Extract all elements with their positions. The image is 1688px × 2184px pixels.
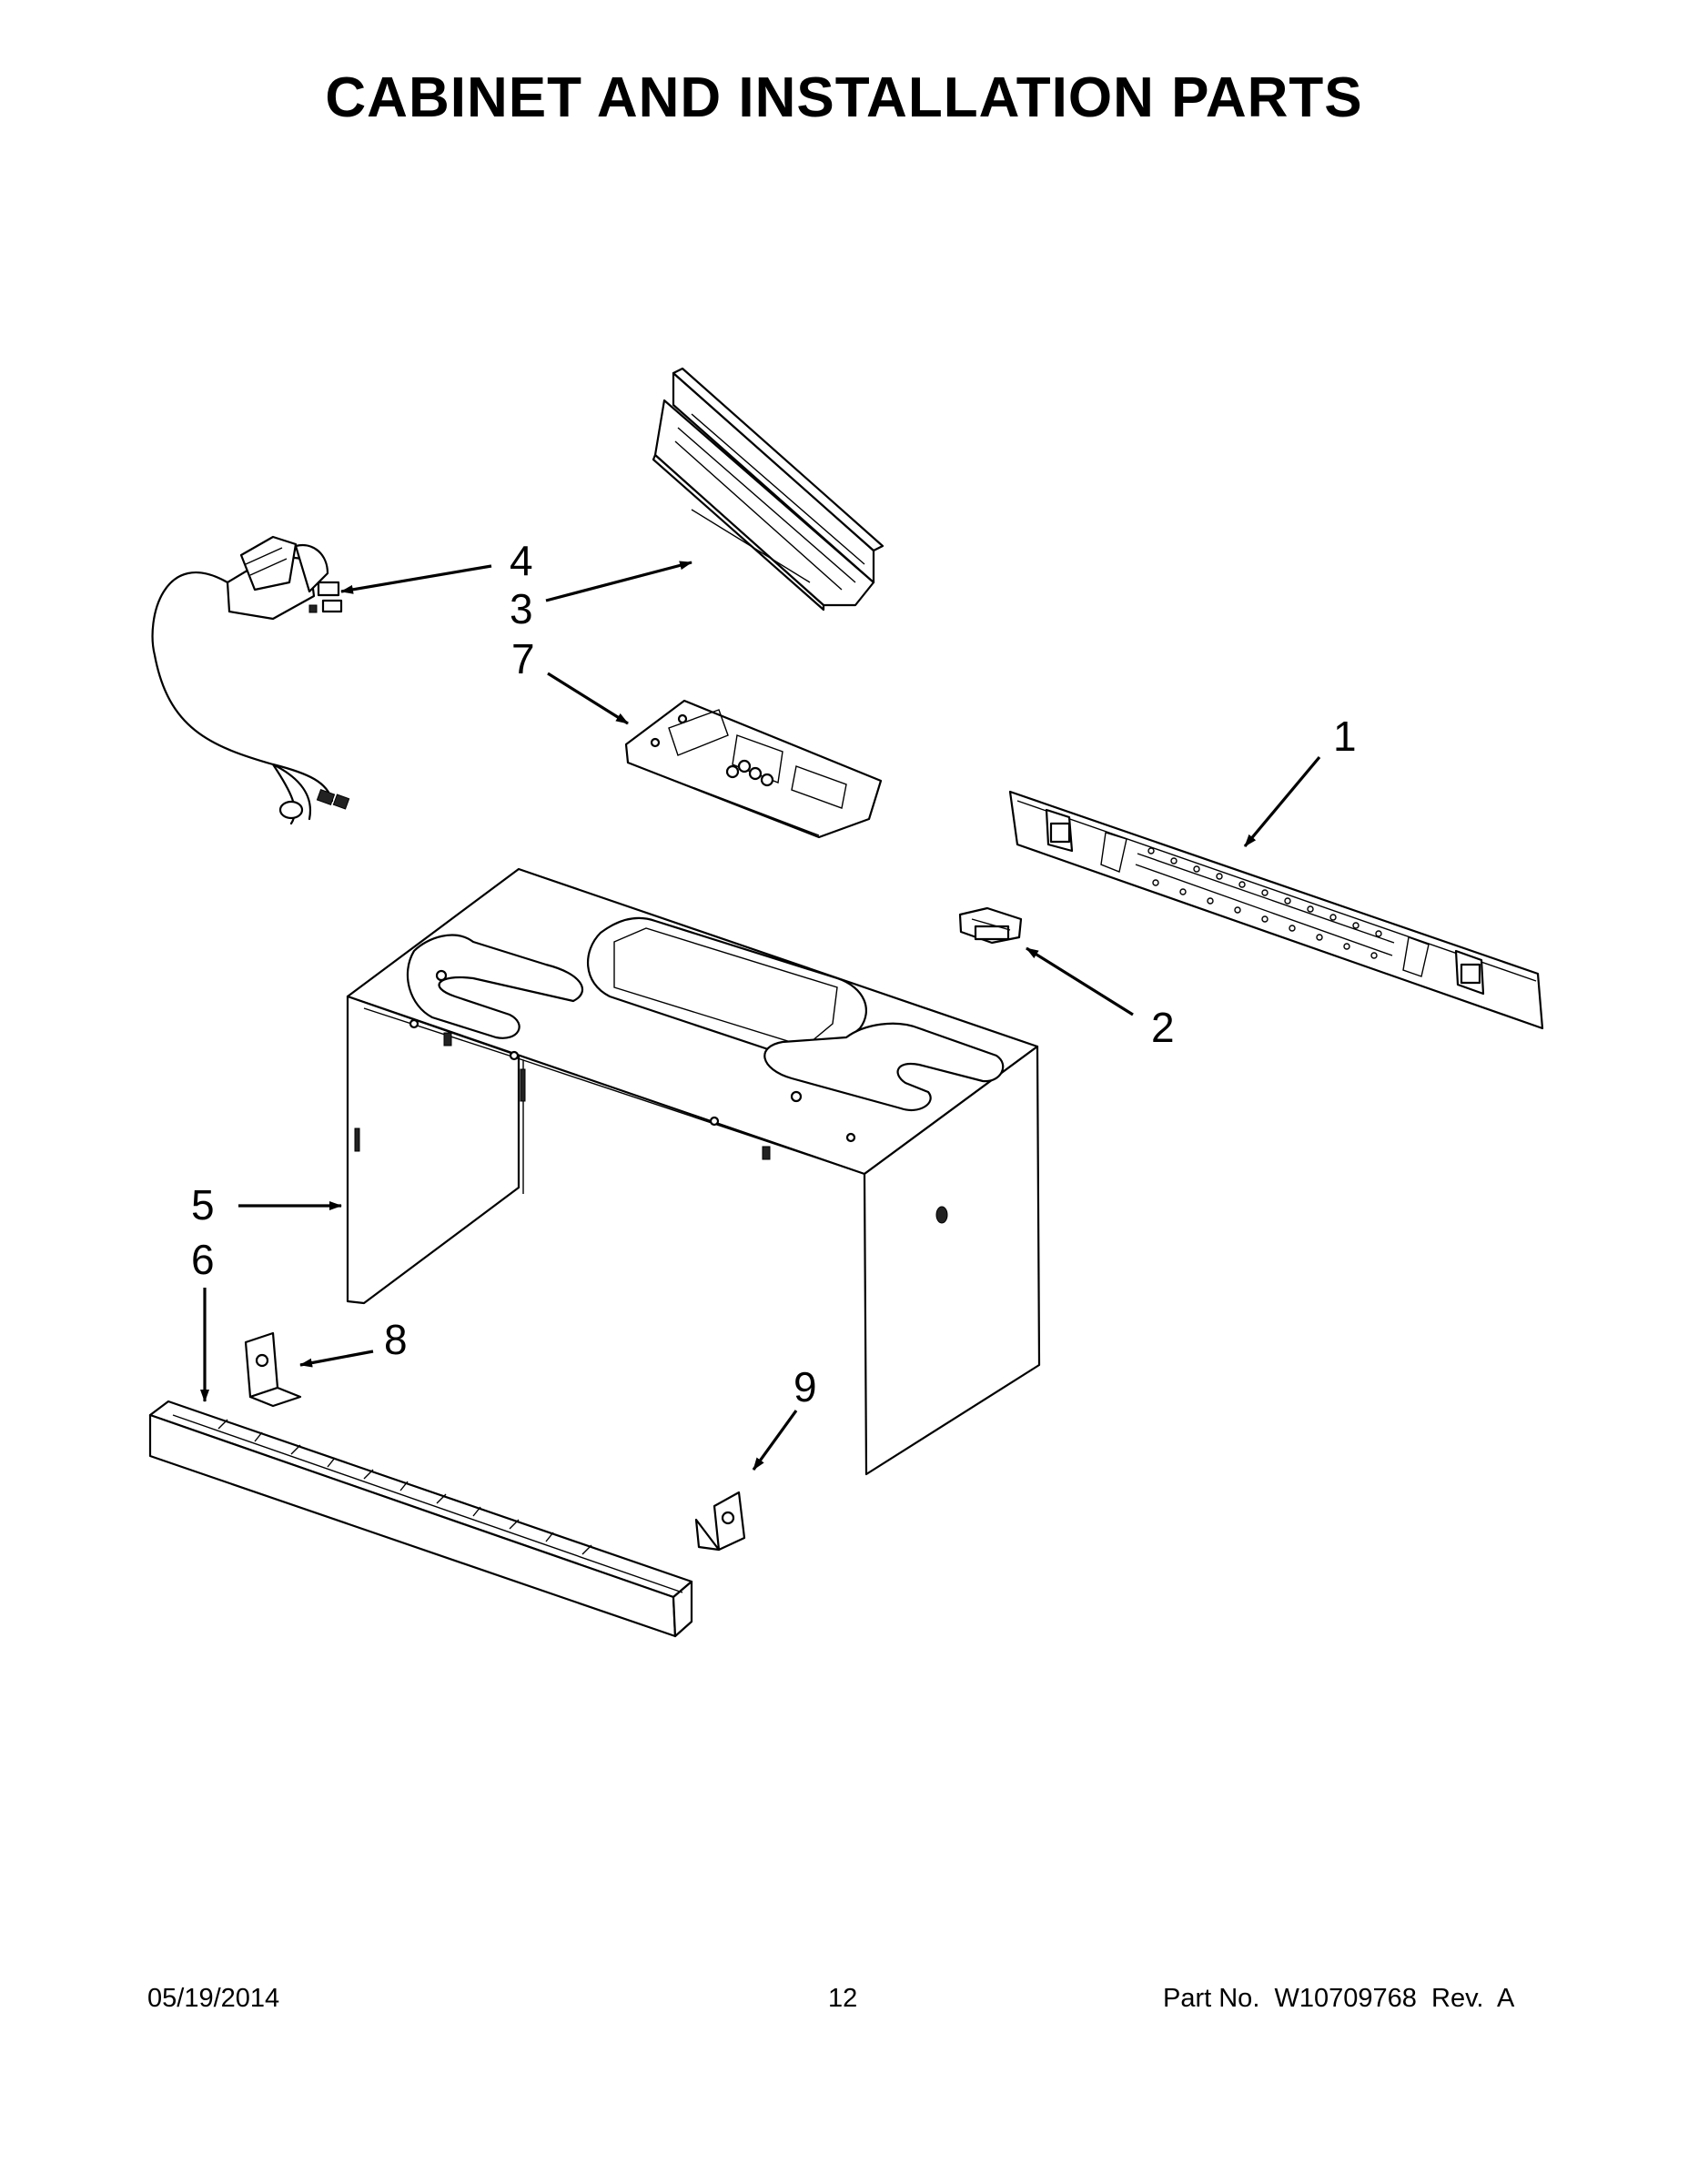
arrow-3 xyxy=(545,561,692,602)
vent-grille-part xyxy=(652,367,884,612)
page-title: CABINET AND INSTALLATION PARTS xyxy=(325,66,1363,129)
callout-arrows xyxy=(200,561,1321,1471)
arrow-8 xyxy=(299,1350,374,1368)
clip-part-9 xyxy=(694,1491,746,1552)
cabinet-wrapper-part xyxy=(346,867,1041,1476)
small-bracket-part xyxy=(958,906,1023,945)
arrow-7 xyxy=(547,672,629,725)
control-plate-part xyxy=(624,699,883,839)
power-cord-part xyxy=(151,535,350,825)
footer-page-number: 12 xyxy=(828,1984,858,2013)
callout-9: 9 xyxy=(793,1363,817,1410)
footer-part-info: Part No. W10709768 Rev. A xyxy=(1163,1984,1515,2013)
callout-5: 5 xyxy=(191,1181,215,1228)
callout-7: 7 xyxy=(511,635,535,682)
arrow-4 xyxy=(340,564,492,594)
callout-1: 1 xyxy=(1333,713,1357,760)
callout-2: 2 xyxy=(1151,1004,1175,1051)
mounting-plate-part xyxy=(1008,790,1544,1030)
footer-date: 05/19/2014 xyxy=(147,1984,280,2013)
arrow-2 xyxy=(1026,946,1134,1016)
callout-6: 6 xyxy=(191,1236,215,1283)
bottom-trim-part xyxy=(148,1400,693,1638)
callout-8: 8 xyxy=(384,1316,408,1363)
callout-3: 3 xyxy=(510,585,533,632)
arrow-1 xyxy=(1243,755,1321,848)
callout-4: 4 xyxy=(510,537,533,584)
arrow-9 xyxy=(752,1410,798,1471)
clip-part-8 xyxy=(244,1331,302,1408)
